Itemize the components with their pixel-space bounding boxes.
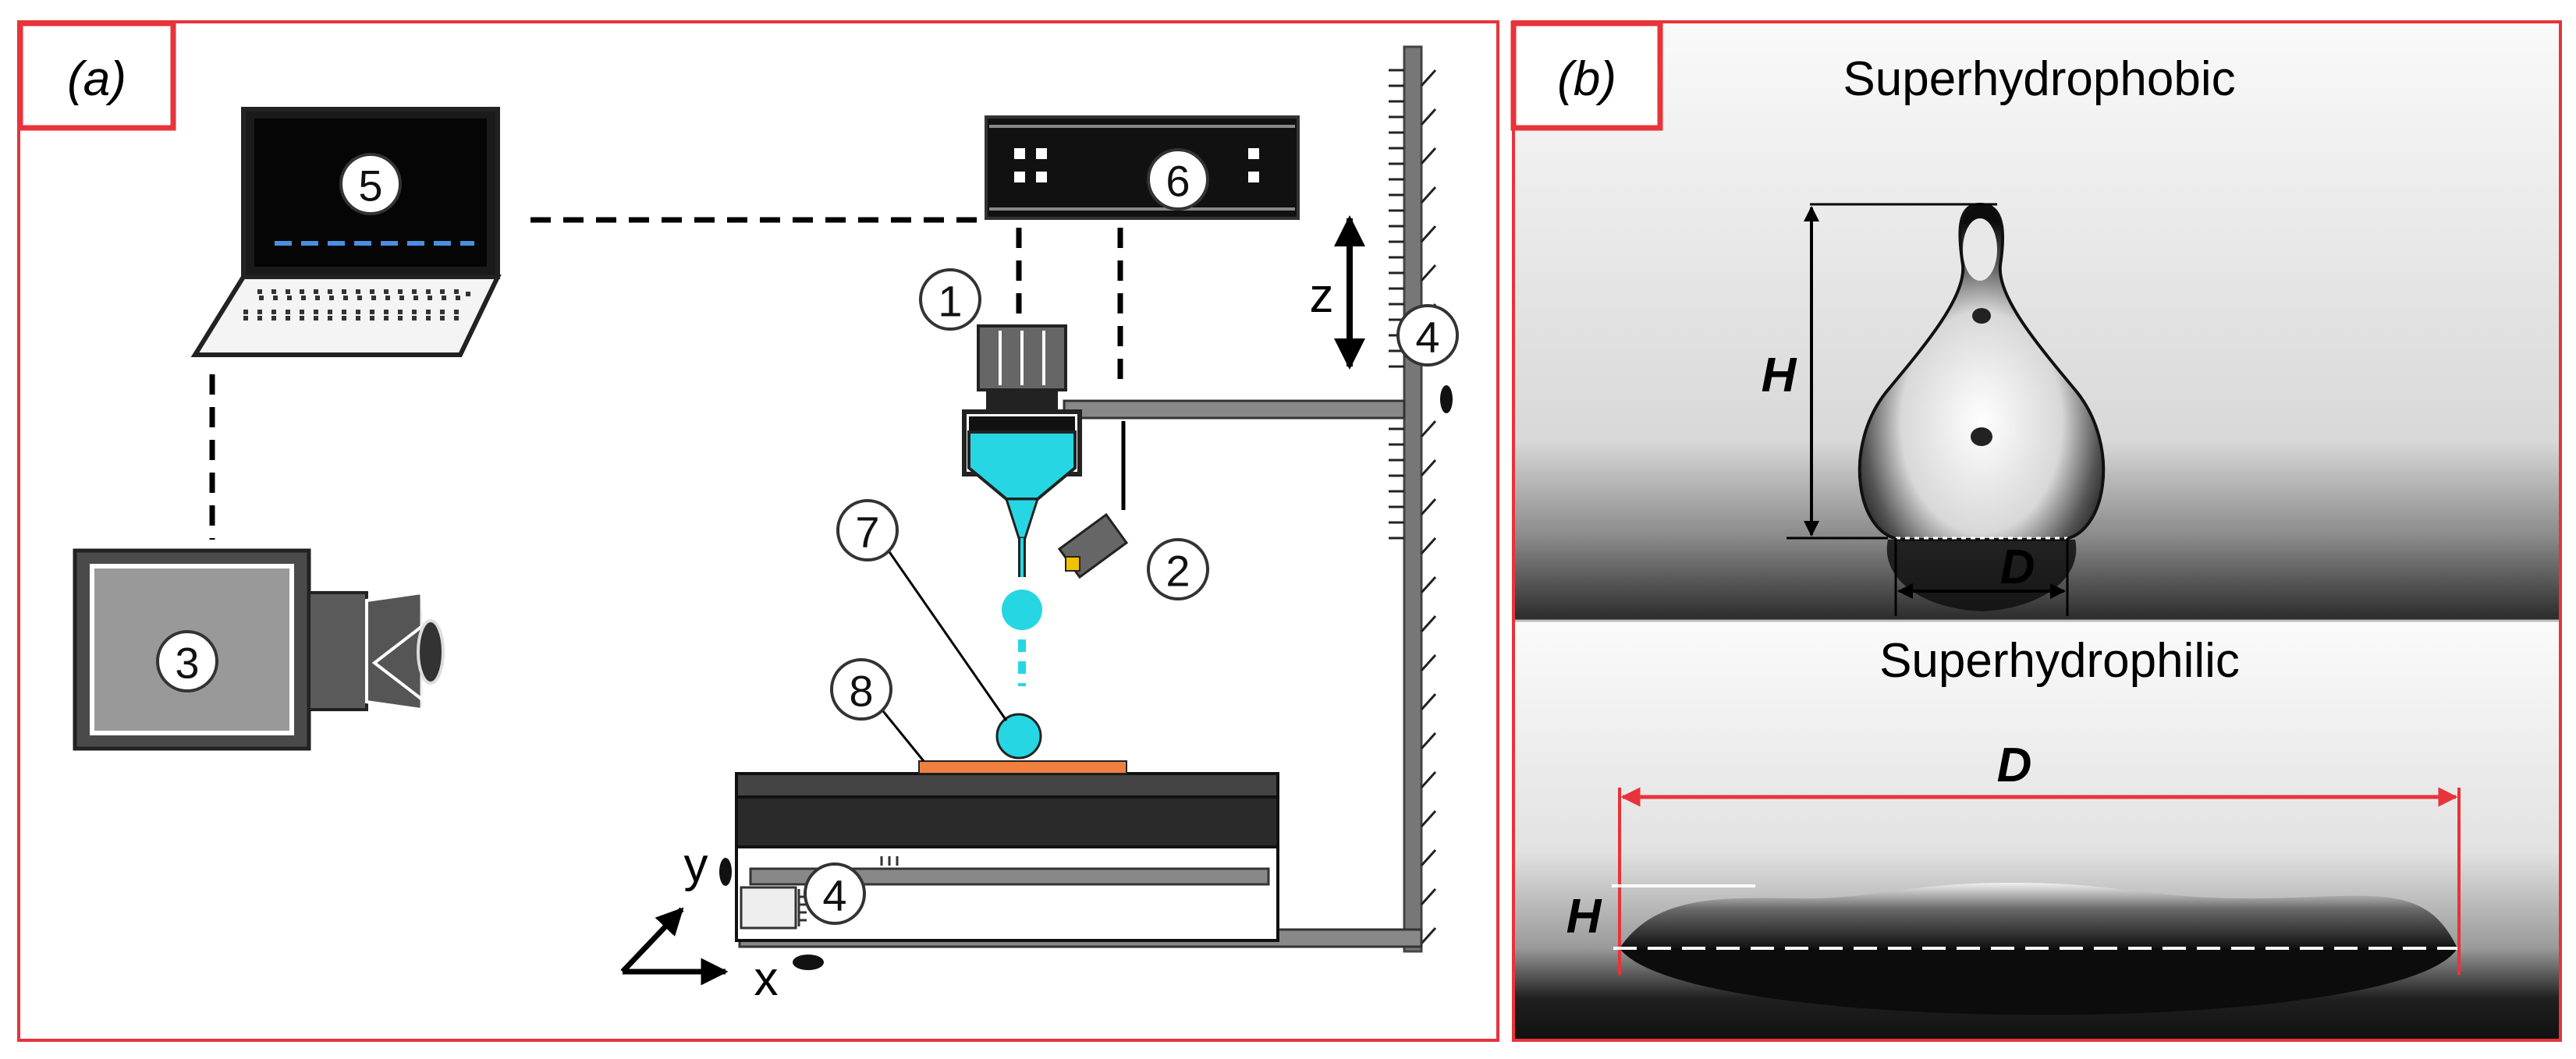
top-h-label: H — [1762, 349, 1797, 402]
axis-x: x — [754, 952, 779, 1006]
top-title: Superhydrophobic — [1843, 52, 2235, 106]
label-7: 7 — [855, 508, 879, 557]
label-3: 3 — [175, 639, 199, 688]
label-1: 1 — [938, 277, 962, 326]
top-d-label: D — [2000, 540, 2035, 594]
controller: 6 — [985, 115, 1300, 220]
label-2: 2 — [1166, 547, 1190, 596]
label-6: 6 — [1166, 157, 1190, 206]
panel-b: H D Superhydrophobic Superhydrophilic D … — [1510, 20, 2562, 1042]
droplet-superhydrophilic — [1620, 883, 2457, 1015]
panel-b-frame — [1512, 20, 2562, 1042]
label-8: 8 — [849, 667, 873, 716]
bottom-title: Superhydrophilic — [1879, 634, 2240, 688]
dispenser: 1 — [919, 268, 1082, 686]
droplet — [995, 713, 1042, 760]
substrate — [918, 760, 1127, 774]
camera: 3 — [73, 548, 445, 751]
panel-a: (a) 5 6 — [17, 20, 1499, 1042]
panel-b-label: (b) — [1557, 52, 1616, 106]
panel-a-label-box — [17, 20, 176, 131]
label-5: 5 — [358, 161, 382, 211]
panel-b-label-box — [1510, 20, 1663, 131]
axis-z: z — [1310, 269, 1334, 323]
laptop: 5 — [190, 107, 502, 357]
label-4-top: 4 — [1415, 313, 1439, 362]
bottom-h-label: H — [1567, 890, 1602, 944]
bottom-d-label: D — [1997, 738, 2032, 792]
sensor: 2 — [1057, 421, 1209, 600]
xy-axes: y x — [620, 838, 779, 1006]
panel-a-label: (a) — [67, 52, 126, 106]
label-4-bottom: 4 — [822, 871, 846, 920]
xy-stage: 4 — [719, 713, 1279, 970]
axis-y: y — [684, 838, 708, 892]
